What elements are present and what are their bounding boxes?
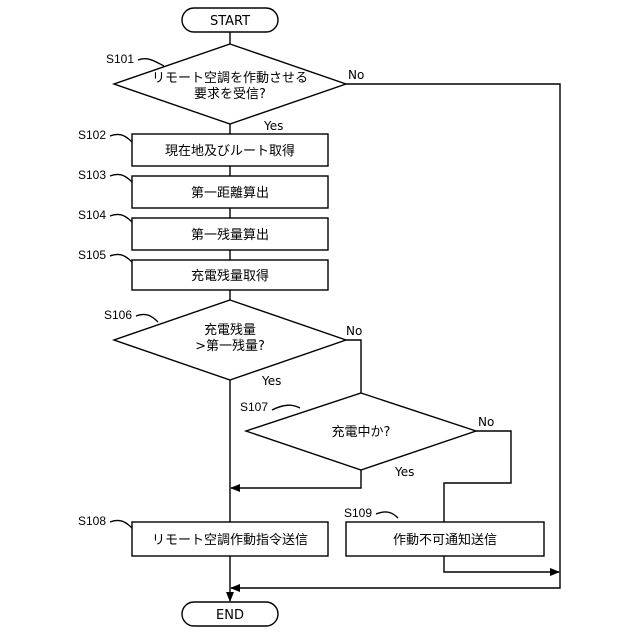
s104-label: 第一残量算出 bbox=[191, 228, 269, 243]
s109-ref-id: S109 bbox=[344, 506, 372, 520]
s107-label: 充電中か? bbox=[332, 424, 391, 440]
s106-no-label: No bbox=[346, 324, 362, 338]
s109-label: 作動不可通知送信 bbox=[393, 532, 497, 548]
s101-no-label: No bbox=[348, 68, 364, 82]
s102-ref-leader bbox=[110, 134, 132, 142]
s103-ref-id: S103 bbox=[78, 168, 106, 182]
end-label: END bbox=[216, 608, 244, 623]
s108-ref-leader bbox=[110, 520, 132, 528]
s104-ref-id: S104 bbox=[78, 208, 106, 222]
end-terminal: END bbox=[182, 602, 278, 626]
start-terminal: START bbox=[182, 8, 278, 32]
s107-no-label: No bbox=[478, 415, 494, 429]
flow-s106-no-to-s107 bbox=[346, 340, 361, 393]
s103-ref-leader bbox=[110, 174, 132, 182]
s101-label-line2: 要求を受信? bbox=[194, 87, 266, 102]
flow-s109-to-rail bbox=[444, 556, 559, 572]
flow-s107-no-to-s109 bbox=[444, 431, 511, 522]
s105-ref-id: S105 bbox=[78, 248, 106, 262]
s106-ref-leader bbox=[136, 314, 158, 322]
s109-ref-leader bbox=[376, 512, 398, 518]
s101-yes-label: Yes bbox=[263, 119, 283, 133]
s107-ref-leader bbox=[272, 405, 300, 410]
s107-yes-label: Yes bbox=[394, 465, 414, 479]
s101-label-line1: リモート空調を作動させる bbox=[152, 71, 308, 86]
s106-decision: 充電残量 >第一残量? bbox=[114, 300, 346, 380]
s108-label: リモート空調作動指令送信 bbox=[152, 533, 308, 548]
s106-label-line1: 充電残量 bbox=[204, 322, 256, 338]
s103-label: 第一距離算出 bbox=[191, 186, 269, 201]
s107-ref-id: S107 bbox=[240, 400, 268, 414]
s105-label: 充電残量取得 bbox=[191, 268, 269, 284]
s107-decision: 充電中か? bbox=[246, 393, 476, 470]
s101-decision: リモート空調を作動させる 要求を受信? bbox=[114, 44, 346, 124]
s106-ref-id: S106 bbox=[104, 308, 132, 322]
s102-label: 現在地及びルート取得 bbox=[165, 143, 295, 159]
s101-ref-leader bbox=[138, 59, 164, 66]
s105-ref-leader bbox=[110, 254, 132, 262]
s108-ref-id: S108 bbox=[78, 514, 106, 528]
s104-ref-leader bbox=[110, 214, 132, 222]
s102-ref-id: S102 bbox=[78, 128, 106, 142]
s106-yes-label: Yes bbox=[261, 374, 281, 388]
s101-ref-id: S101 bbox=[106, 52, 134, 66]
s106-label-line2: >第一残量? bbox=[195, 339, 265, 354]
start-label: START bbox=[210, 14, 250, 29]
flow-s107-yes-merge bbox=[231, 470, 361, 488]
